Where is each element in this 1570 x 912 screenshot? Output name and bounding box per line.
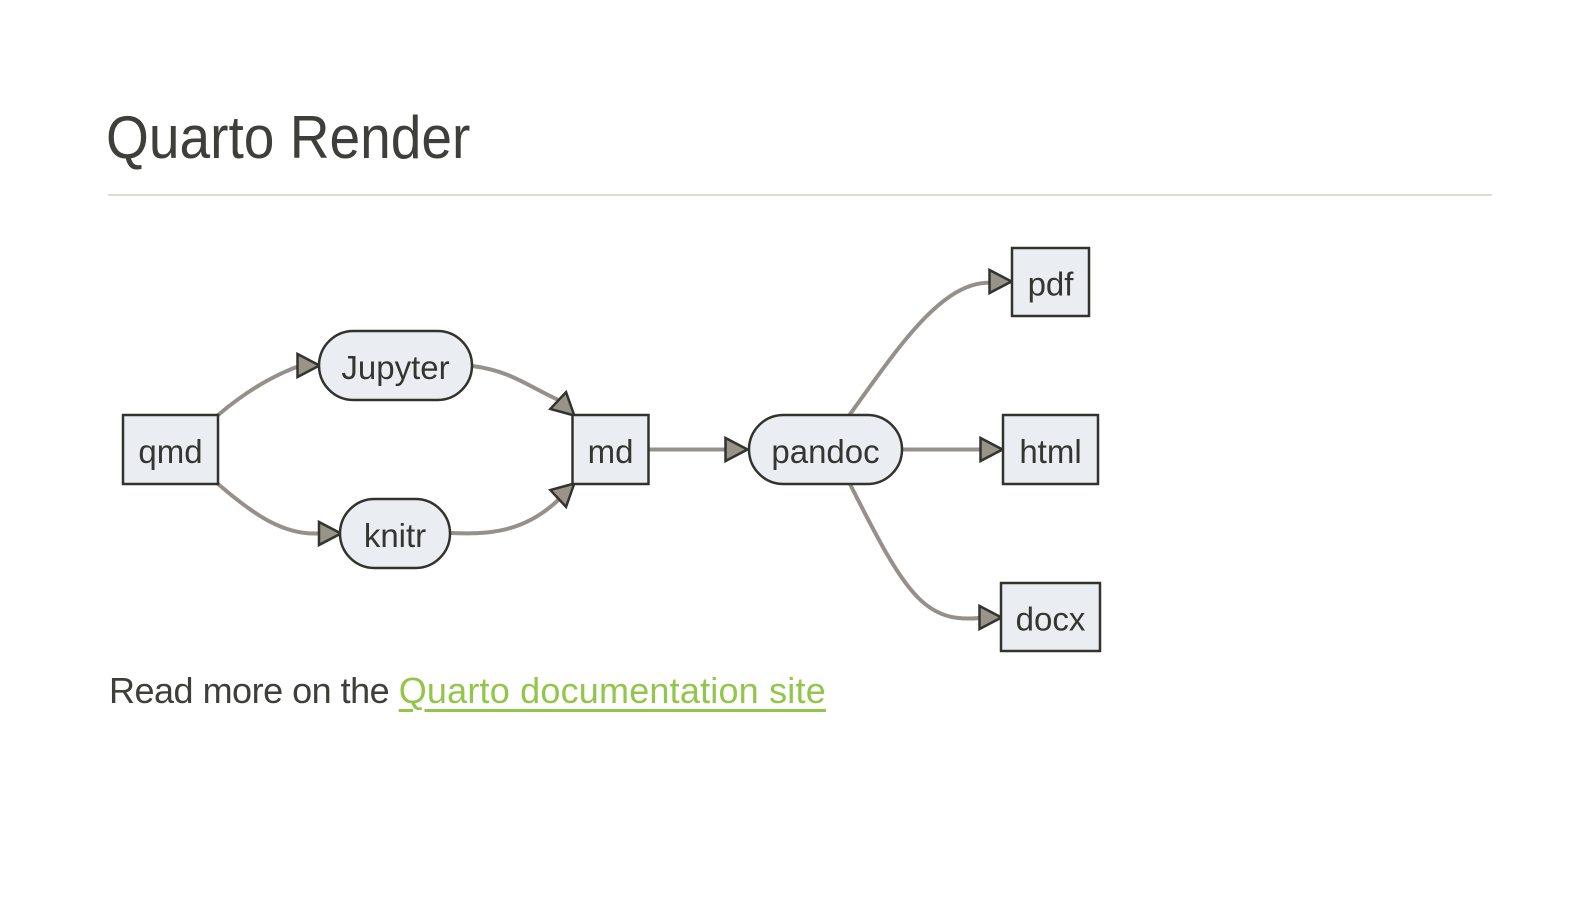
svg-text:html: html bbox=[1019, 433, 1081, 470]
svg-text:qmd: qmd bbox=[138, 433, 202, 470]
svg-text:pdf: pdf bbox=[1028, 266, 1075, 303]
svg-text:Jupyter: Jupyter bbox=[341, 349, 449, 386]
svg-text:md: md bbox=[588, 433, 634, 470]
svg-text:knitr: knitr bbox=[364, 517, 426, 554]
svg-text:docx: docx bbox=[1016, 601, 1086, 638]
svg-text:pandoc: pandoc bbox=[771, 433, 879, 470]
